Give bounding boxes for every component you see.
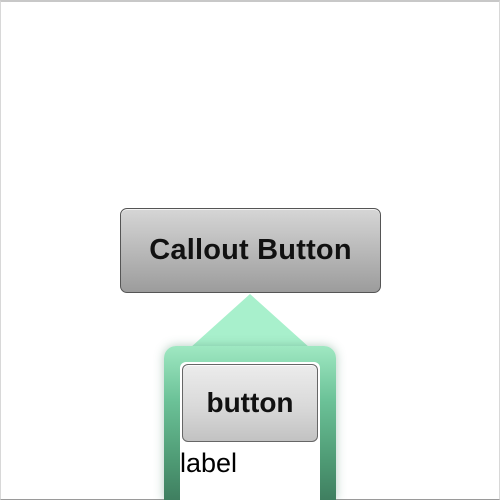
- callout-button[interactable]: Callout Button: [120, 208, 381, 293]
- popover-button[interactable]: button: [182, 364, 318, 442]
- callout-popover: button label: [164, 294, 336, 500]
- popover-label: label: [180, 448, 238, 478]
- callout-arrow: [190, 294, 310, 348]
- callout-body: button label: [164, 346, 336, 500]
- callout-content: button label: [180, 362, 320, 500]
